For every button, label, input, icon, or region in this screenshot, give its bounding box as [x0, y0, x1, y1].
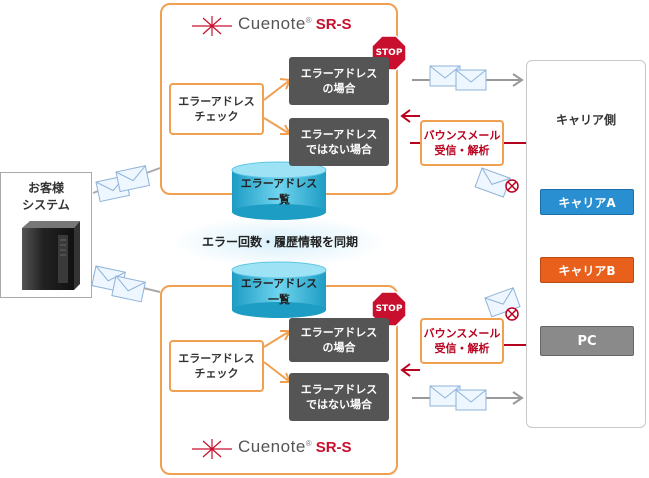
envelope-icon [115, 165, 151, 193]
sync-label: エラー回数・履歴情報を同期 [201, 235, 358, 249]
sync-glow [171, 216, 387, 268]
bounced-envelope-icon [484, 287, 521, 321]
top-bounce-box: バウンスメール 受信・解析 [420, 120, 504, 166]
top-logo: Cuenote ® SR-S [238, 14, 352, 34]
carrier-b-badge: キャリアB [540, 257, 634, 283]
database-bottom-icon [231, 261, 327, 318]
database-top-icon [231, 161, 327, 220]
bounced-envelope-icon [474, 167, 519, 198]
top-error-case-box: エラーアドレス の場合 [289, 57, 389, 105]
db-bottom-label: エラーアドレス 一覧 [240, 277, 318, 306]
logo-mark-icon [192, 16, 232, 36]
envelope-icon [111, 275, 146, 303]
top-error-check-box: エラーアドレス チェック [169, 83, 264, 135]
logo-registered: ® [305, 16, 312, 25]
carrier-a-badge: キャリアA [540, 189, 634, 215]
envelope-icon [455, 69, 487, 91]
logo-registered: ® [305, 439, 312, 448]
customer-system-panel [0, 172, 92, 298]
stop-sign-icon [371, 291, 407, 327]
logo-mark-icon [192, 439, 232, 459]
bounce-arrows [400, 109, 526, 377]
bottom-bounce-box: バウンスメール 受信・解析 [420, 318, 504, 364]
logo-name: Cuenote [238, 14, 306, 33]
carrier-panel-title: キャリア側 [555, 113, 616, 127]
logo-name: Cuenote [238, 437, 306, 456]
db-top-label: エラーアドレス 一覧 [240, 177, 318, 206]
bottom-error-case-box: エラーアドレス の場合 [289, 318, 389, 362]
bottom-error-check-box: エラーアドレス チェック [169, 340, 264, 392]
customer-system-label: お客様 システム [22, 181, 70, 212]
logo-product: SR-S [315, 15, 352, 33]
envelope-icon [455, 389, 487, 411]
bottom-logo: Cuenote ® SR-S [238, 437, 352, 457]
bottom-non-error-case-box: エラーアドレス ではない場合 [289, 373, 389, 421]
top-non-error-case-box: エラーアドレス ではない場合 [289, 118, 389, 166]
server-icon [22, 221, 80, 290]
top-stop-label: STOP [375, 48, 403, 58]
bottom-stop-label: STOP [375, 304, 403, 314]
pc-badge: PC [540, 326, 634, 356]
logo-product: SR-S [315, 438, 352, 456]
